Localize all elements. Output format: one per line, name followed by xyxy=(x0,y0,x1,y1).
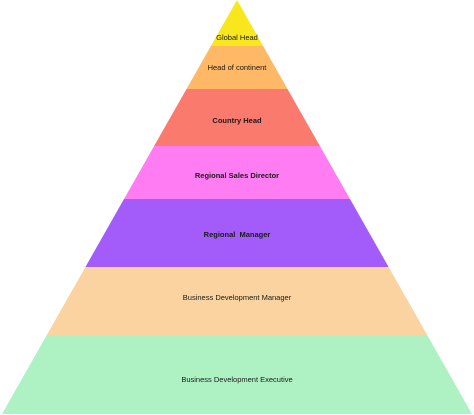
tier-label-1: Global Head xyxy=(216,33,258,42)
pyramid-tier-2 xyxy=(186,46,288,89)
tier-label-4: Regional Sales Director xyxy=(195,171,279,180)
pyramid-tier-3 xyxy=(154,89,320,146)
tier-label-2: Head of continent xyxy=(208,63,268,72)
tier-label-7: Business Development Executive xyxy=(181,375,292,384)
tier-label-6: Business Development Manager xyxy=(183,293,292,302)
pyramid-tier-4 xyxy=(124,146,350,199)
tier-label-5: Regional Manager xyxy=(204,230,271,239)
pyramid-tier-5 xyxy=(85,199,389,267)
pyramid-tier-6 xyxy=(46,267,428,335)
pyramid-tier-7 xyxy=(2,335,472,414)
pyramid-tier-1 xyxy=(210,0,264,46)
tier-label-3: Country Head xyxy=(212,116,262,125)
